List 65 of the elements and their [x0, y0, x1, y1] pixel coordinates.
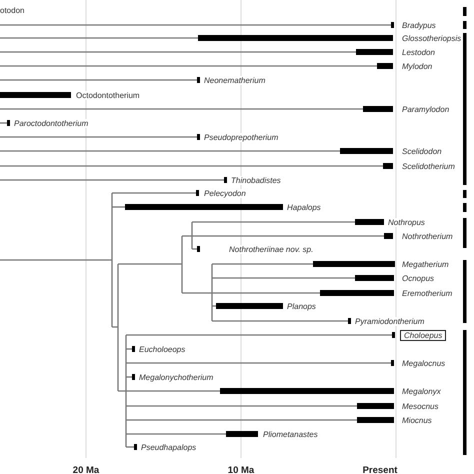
branch-line [0, 136, 197, 138]
branch-line [126, 433, 226, 435]
taxon-name: Mylodon [402, 62, 432, 70]
taxon-name: Paramylodon [402, 104, 450, 114]
branch-line [126, 405, 357, 407]
branch-line [0, 179, 224, 181]
taxon-name: Scelidodon [402, 146, 442, 156]
branch-line [112, 206, 125, 208]
branch-line [0, 65, 377, 67]
taxon-name: Megatherium [402, 260, 449, 268]
taxon-name: Hapalops [287, 202, 321, 212]
branch-line [112, 192, 196, 194]
axis-label: 20 Ma [72, 464, 100, 474]
branch-line [0, 150, 340, 152]
taxon-name: Pelecyodon [204, 188, 246, 198]
taxon-name: Bradypus [402, 20, 436, 30]
axis-label: Present [362, 464, 398, 474]
branch-line [111, 263, 119, 392]
taxon-name: Eucholoeops [139, 344, 186, 354]
taxon-name: Glossotheriopsis [402, 34, 462, 42]
branch-line [0, 192, 113, 328]
taxon-name: Eremotherium [402, 288, 452, 298]
branch-line [126, 362, 391, 364]
branch-line [117, 334, 127, 448]
branch-line [212, 277, 355, 279]
branch-line [212, 263, 313, 265]
branch-line [192, 221, 355, 223]
branch-line [0, 24, 391, 26]
branch-line [192, 235, 384, 237]
branch-line [126, 419, 357, 421]
branch-line [0, 79, 197, 81]
taxon-name: Megalonychotherium [139, 372, 214, 382]
taxon-name: Pseudoprepotherium [204, 132, 278, 142]
branch-line [0, 165, 383, 167]
taxon-name: otodon [0, 6, 24, 14]
taxon-name: Pseudhapalops [141, 442, 196, 452]
branch-line [181, 263, 213, 322]
taxon-name: Nothrotheriinae nov. sp. [229, 244, 314, 254]
branch-line [0, 37, 198, 39]
taxon-name: Nothrotherium [402, 232, 453, 240]
taxon-name: Ocnopus [402, 274, 434, 282]
branch-line [181, 221, 193, 250]
branch-line [212, 320, 348, 322]
taxon-name: Octodontotherium [76, 90, 140, 100]
taxon-name: Pyramiodontherium [355, 316, 424, 326]
taxon-name: Mesocnus [402, 402, 438, 410]
taxon-name: Miocnus [402, 416, 432, 424]
taxon-name: Scelidotherium [402, 162, 455, 170]
taxon-name: Pliometanastes [263, 430, 318, 438]
branch-line [126, 390, 220, 392]
taxon-name: Megalonyx [402, 386, 441, 396]
taxon-name: Thinobadistes [231, 176, 281, 184]
taxon-name: Nothropus [388, 218, 425, 226]
branch-line [212, 292, 320, 294]
taxon-name: Paroctodontotherium [14, 118, 88, 128]
taxon-name: Megalocnus [402, 358, 446, 368]
axis-label: 10 Ma [228, 464, 254, 474]
highlighted-taxon-name: Choloepus [400, 330, 446, 340]
branch-line [126, 334, 392, 336]
taxon-name: Planops [287, 302, 316, 310]
branch-line [0, 108, 363, 110]
branch-line [0, 51, 356, 53]
branch-line [117, 235, 183, 294]
taxon-name: Lestodon [402, 48, 435, 56]
taxon-name: Neonematherium [204, 76, 266, 84]
